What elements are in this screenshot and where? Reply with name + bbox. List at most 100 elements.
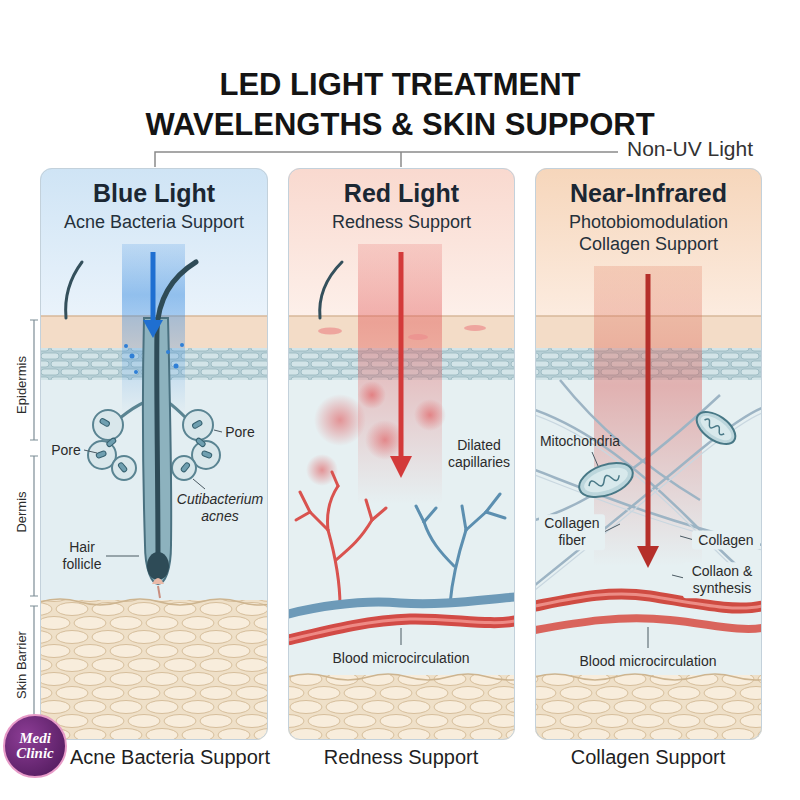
capillary — [328, 530, 340, 606]
blue-panel-art — [40, 168, 268, 740]
light-particles — [124, 343, 184, 374]
panel-subtitle: Acne Bacteria Support — [51, 211, 257, 233]
capillary — [332, 472, 338, 486]
bacteria — [99, 418, 110, 427]
mitochondrion — [581, 463, 631, 498]
gland-duct — [120, 402, 145, 418]
layer-guide — [30, 320, 38, 440]
sebaceous-gland — [172, 456, 196, 480]
logo-badge: Medi Clinic — [3, 714, 67, 778]
capillary — [466, 512, 486, 530]
panel-caption: Redness Support — [324, 745, 479, 769]
bacteria — [180, 462, 190, 473]
bacteria — [201, 450, 212, 458]
capillary — [366, 500, 372, 520]
leader-line — [193, 479, 205, 489]
layer-label: Epidermis — [14, 356, 30, 414]
light-particles — [174, 364, 179, 369]
hair — [320, 262, 342, 318]
logo-text: Medi Clinic — [10, 731, 60, 761]
papilla — [152, 578, 164, 584]
leader-line — [401, 628, 402, 645]
light-arrow — [399, 252, 404, 458]
capillary — [327, 486, 338, 530]
light-arrow — [143, 320, 163, 338]
layer-label: Skin Barrier — [14, 631, 30, 699]
skin-flush — [464, 325, 486, 331]
part-label: Pore — [51, 442, 81, 459]
sebaceous-gland — [93, 410, 123, 440]
capillary — [296, 512, 310, 520]
light-particles — [166, 350, 170, 354]
layer-label: Dermis — [14, 491, 30, 532]
red-glow — [306, 381, 446, 486]
capillary — [450, 530, 466, 604]
hair — [157, 262, 196, 568]
mitochondrion — [575, 456, 638, 503]
part-label: Collagen — [692, 531, 760, 550]
skin-flush — [408, 334, 428, 340]
panel-subtitle: Photobiomodulation Collagen Support — [546, 211, 751, 255]
mitochondrion — [588, 471, 621, 489]
light-beam — [358, 244, 442, 504]
part-label: Collagen fiber — [539, 514, 605, 550]
collagen-fiber — [535, 395, 720, 520]
leader-line — [214, 430, 222, 432]
part-label: Cutibacterium acnes — [174, 491, 266, 525]
capillary — [486, 512, 505, 518]
bacteria — [195, 437, 206, 447]
part-label: Collaon & synthesis — [683, 562, 761, 598]
capillary — [416, 494, 505, 604]
mitochondrion — [575, 456, 638, 503]
capillary — [416, 506, 424, 522]
leader-line — [84, 450, 97, 453]
nir-panel-art — [535, 674, 762, 680]
hair-bulb — [147, 552, 169, 580]
blue-panel-art — [40, 600, 268, 740]
capillary — [486, 494, 500, 512]
light-particles — [124, 344, 128, 348]
mitochondrion — [691, 406, 741, 451]
sebaceous-gland — [112, 456, 136, 480]
bacteria — [117, 462, 127, 473]
light-particles — [180, 343, 184, 347]
light-arrow — [646, 274, 651, 548]
bracket-line — [155, 152, 618, 167]
red-panel-art — [288, 674, 515, 680]
panel-heading: Red Light — [299, 178, 504, 208]
leader-line — [648, 627, 649, 648]
bacteria — [106, 437, 117, 447]
diagram-title: LED LIGHT TREATMENT WAVELENGTHS & SKIN S… — [120, 65, 680, 145]
red-glow — [314, 394, 366, 446]
leader-line — [401, 628, 402, 645]
mitochondrion — [697, 411, 736, 445]
capillary — [424, 522, 454, 566]
light-particles — [130, 354, 135, 359]
blood-vessel — [288, 597, 515, 614]
part-label: Hair follicle — [54, 539, 110, 573]
capillary — [310, 512, 328, 530]
bracket-label: Non-UV Light — [627, 136, 753, 161]
bacteria — [96, 450, 107, 458]
capillary — [296, 472, 386, 606]
red-glow — [358, 381, 386, 409]
leader-line — [106, 556, 139, 557]
capillary — [372, 508, 386, 520]
red-glow — [414, 399, 446, 431]
sebaceous-gland — [183, 410, 213, 440]
hair — [66, 262, 82, 318]
skin-flush — [318, 328, 342, 335]
bracket-line — [155, 152, 618, 167]
mitochondrion — [703, 418, 726, 437]
panel-heading: Blue Light — [51, 178, 257, 208]
red-panel-art — [288, 168, 515, 740]
leader-line — [592, 452, 598, 466]
leader-line — [592, 452, 694, 648]
papilla — [158, 586, 160, 598]
nir-panel-art — [535, 675, 762, 740]
leader-line — [604, 524, 620, 532]
light-particles — [134, 370, 138, 374]
red-glow — [306, 454, 338, 486]
red-panel-art — [288, 675, 515, 740]
panel-subtitle: Redness Support — [299, 211, 504, 233]
